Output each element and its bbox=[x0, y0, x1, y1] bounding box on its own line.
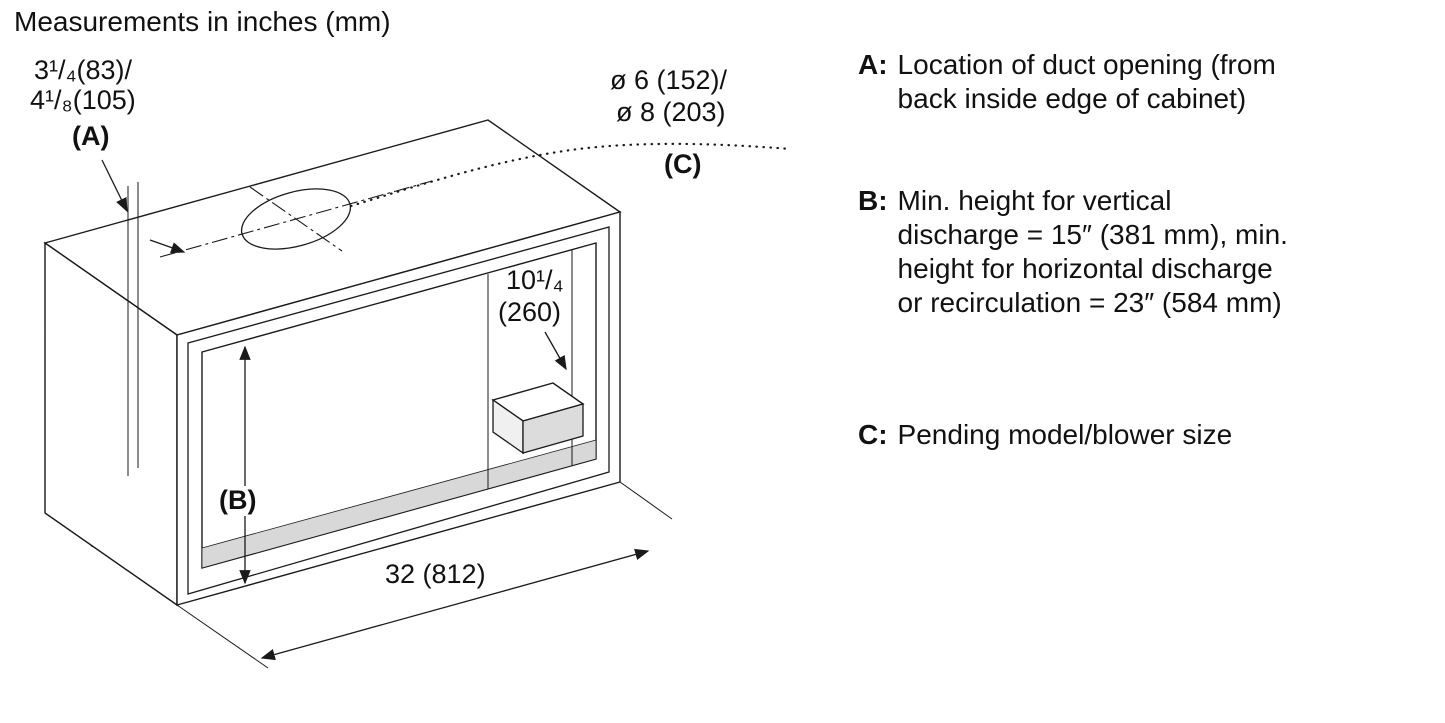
duct-leader-dotted bbox=[349, 142, 793, 208]
duct-offset-arrow bbox=[149, 239, 186, 254]
legend-text-a-line1: Location of duct opening (from bbox=[897, 49, 1276, 80]
duct-opening bbox=[149, 180, 433, 258]
legend-text-c-line1: Pending model/blower size bbox=[897, 419, 1233, 450]
dimension-a bbox=[101, 159, 139, 476]
legend-text-b-line1: Min. height for vertical bbox=[897, 185, 1172, 216]
dimension-depth-arrow bbox=[544, 331, 567, 371]
dimension-width bbox=[176, 481, 673, 669]
legend-key-a: A: bbox=[858, 49, 888, 80]
dim-a-value-line2: 4¹/₈(105) bbox=[30, 85, 136, 115]
page-title: Measurements in inches (mm) bbox=[14, 6, 391, 37]
legend-text-c: Pending model/blower size bbox=[898, 418, 1233, 452]
legend-item-c: C: Pending model/blower size bbox=[858, 418, 1232, 452]
legend-item-b: B: Min. height for vertical discharge = … bbox=[858, 184, 1288, 321]
legend-text-b-line4: or recirculation = 23″ (584 mm) bbox=[897, 287, 1282, 319]
cabinet-isometric-drawing bbox=[43, 119, 793, 669]
legend-text-a: Location of duct opening (from back insi… bbox=[898, 48, 1276, 116]
dim-depth-value-line1: 10¹/₄ bbox=[506, 265, 564, 295]
dim-c-ref: (C) bbox=[664, 149, 702, 179]
legend-text-b-line2: discharge = 15″ (381 mm), min. bbox=[897, 219, 1288, 251]
dim-b-ref: (B) bbox=[216, 485, 260, 516]
legend-key-b: B: bbox=[858, 185, 888, 216]
front-frame-line bbox=[187, 226, 610, 595]
dim-depth-value-line2: (260) bbox=[498, 297, 562, 327]
interior-floor-edge bbox=[201, 439, 597, 569]
duct-centerline-short bbox=[249, 186, 343, 252]
cabinet-box bbox=[43, 119, 622, 607]
dim-a-value-line1: 3¹/₄(83)/ bbox=[34, 55, 133, 85]
dimension-width-arrow bbox=[260, 548, 650, 661]
dim-a-ref: (A) bbox=[72, 121, 110, 151]
legend-text-b-line3: height for horizontal discharge bbox=[897, 253, 1273, 285]
legend-text-a-line2: back inside edge of cabinet) bbox=[897, 83, 1247, 115]
dim-c-value-line1: ø 6 (152)/ bbox=[610, 65, 728, 95]
legend-item-a: A: Location of duct opening (from back i… bbox=[858, 48, 1276, 116]
dim-width-value: 32 (812) bbox=[382, 559, 489, 590]
blower-block bbox=[491, 382, 585, 455]
dim-c-value-line2: ø 8 (203) bbox=[616, 97, 726, 127]
legend-text-b: Min. height for vertical discharge = 15″… bbox=[898, 184, 1288, 321]
legend-key-c: C: bbox=[858, 419, 888, 450]
dimension-a-arrow bbox=[101, 159, 128, 213]
